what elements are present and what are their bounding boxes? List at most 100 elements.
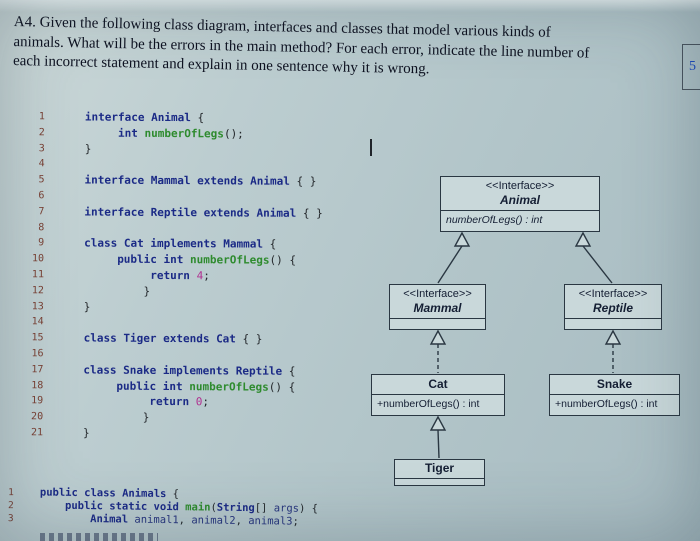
uml-class-snake: Snake +numberOfLegs() : int xyxy=(549,374,680,416)
code-text: interface Animal { xyxy=(84,110,205,125)
code-line: 4 xyxy=(0,156,323,174)
animal-header: <<Interface>> Animal xyxy=(441,177,599,210)
line-number: 6 xyxy=(38,190,45,202)
line-number: 11 xyxy=(31,269,45,281)
code-line: 12 } xyxy=(0,283,322,301)
code-line: 3 Animal animal1, animal2, animal3; xyxy=(0,512,318,529)
code-line: 10 public int numberOfLegs() { xyxy=(0,251,323,269)
line-number: 12 xyxy=(31,284,44,297)
generalization-line-mammal-animal xyxy=(437,245,463,284)
code-line: 7 interface Reptile extends Animal { } xyxy=(0,204,323,222)
code-text: Animal animal1, animal2, animal3; xyxy=(90,513,299,529)
code-line: 16 xyxy=(0,346,322,364)
line-number: 8 xyxy=(38,221,45,233)
mammal-empty-compartment xyxy=(390,318,485,328)
uml-lines xyxy=(437,245,614,459)
triangle-arrow-animal-right xyxy=(574,231,592,247)
code-text: } xyxy=(84,142,92,156)
code-line: 11 return 4; xyxy=(0,267,322,285)
uml-class-tiger: Tiger xyxy=(394,459,485,486)
code-listing: 1 interface Animal { 2 int numberOfLegs();… xyxy=(0,109,323,443)
line-number: 1 xyxy=(8,487,14,499)
generalization-line-tiger-cat xyxy=(437,429,440,459)
line-number: 18 xyxy=(31,379,44,391)
code-text: } xyxy=(83,284,151,298)
line-number: 9 xyxy=(38,237,45,249)
points-value: 5 xyxy=(689,59,696,74)
triangle-arrow-animal-left xyxy=(453,231,471,247)
uml-class-cat: Cat +numberOfLegs() : int xyxy=(371,374,505,416)
score-box: 5 xyxy=(682,44,700,90)
line-number: 3 xyxy=(7,513,14,525)
code-line: 13} xyxy=(0,299,322,317)
line-number: 5 xyxy=(38,174,45,186)
line-number: 3 xyxy=(38,142,45,154)
tiger-empty-compartment xyxy=(395,478,484,483)
question-text: A4. Given the following class diagram, i… xyxy=(13,13,686,85)
animal-stereotype: <<Interface>> xyxy=(485,180,555,192)
code-text: class Cat implements Mammal { xyxy=(84,236,277,252)
line-number: 15 xyxy=(31,332,44,344)
line-number: 10 xyxy=(32,253,45,265)
clipped-code-line xyxy=(40,533,158,541)
code-text: interface Reptile extends Animal { } xyxy=(84,205,323,220)
reptile-stereotype: <<Interface>> xyxy=(578,288,648,300)
code-text: } xyxy=(83,300,91,314)
snake-header: Snake xyxy=(550,375,679,394)
reptile-name: Reptile xyxy=(592,301,633,315)
code-line: 9 class Cat implements Mammal { xyxy=(0,235,323,253)
snake-name: Snake xyxy=(596,377,633,391)
tiger-name: Tiger xyxy=(424,461,455,475)
code-text: int numberOfLegs(); xyxy=(117,126,244,141)
uml-class-reptile: <<Interface>> Reptile xyxy=(564,284,662,330)
cat-header: Cat xyxy=(372,375,504,394)
mammal-header: <<Interface>> Mammal xyxy=(390,285,485,318)
code-text: return 0; xyxy=(149,395,210,409)
code-text: interface Mammal extends Animal { } xyxy=(84,173,317,189)
line-number: 2 xyxy=(38,127,45,139)
code-line: 18 public int numberOfLegs() { xyxy=(0,378,322,396)
triangle-arrow-reptile xyxy=(604,329,622,345)
code-text: } xyxy=(83,410,150,425)
triangle-arrow-mammal xyxy=(429,329,447,345)
cat-member: +numberOfLegs() : int xyxy=(372,394,504,413)
code-text: return 4; xyxy=(150,268,210,283)
code-line: 5 interface Mammal extends Animal { } xyxy=(0,172,323,190)
uml-class-mammal: <<Interface>> Mammal xyxy=(389,284,486,330)
line-number: 4 xyxy=(38,158,45,170)
line-number: 16 xyxy=(31,348,44,360)
line-number: 19 xyxy=(31,395,44,407)
reptile-empty-compartment xyxy=(565,318,661,328)
line-number: 14 xyxy=(31,316,44,328)
line-number: 21 xyxy=(30,427,44,439)
line-number: 20 xyxy=(31,411,44,423)
code-line: 21} xyxy=(0,425,322,443)
code-text: class Tiger extends Cat { } xyxy=(83,331,263,346)
reptile-header: <<Interface>> Reptile xyxy=(565,285,661,318)
cat-name: Cat xyxy=(428,377,448,391)
code-text: class Snake implements Reptile { xyxy=(83,363,296,378)
code-text: public int numberOfLegs() { xyxy=(116,379,296,394)
line-number: 13 xyxy=(31,300,44,312)
mammal-name: Mammal xyxy=(413,301,462,315)
tiger-header: Tiger xyxy=(395,460,484,478)
code-text: } xyxy=(82,426,90,440)
animal-member: numberOfLegs() : int xyxy=(441,210,599,229)
snake-member: +numberOfLegs() : int xyxy=(550,394,679,413)
line-number: 2 xyxy=(7,500,14,512)
triangle-arrow-cat xyxy=(429,415,447,431)
code-line: 8 xyxy=(0,220,323,238)
code-line: 15 class Tiger extends Cat { } xyxy=(0,330,322,348)
code-line: 20 } xyxy=(0,409,322,427)
code-line: 19 return 0; xyxy=(0,393,322,411)
line-number: 1 xyxy=(38,111,45,123)
code-line: 3} xyxy=(0,141,323,159)
line-number: 17 xyxy=(31,363,44,376)
line-number: 7 xyxy=(38,206,45,218)
photo-glare xyxy=(0,0,700,12)
code-line: 14 xyxy=(0,314,322,332)
generalization-line-reptile-animal xyxy=(582,245,613,284)
mammal-stereotype: <<Interface>> xyxy=(403,288,472,300)
